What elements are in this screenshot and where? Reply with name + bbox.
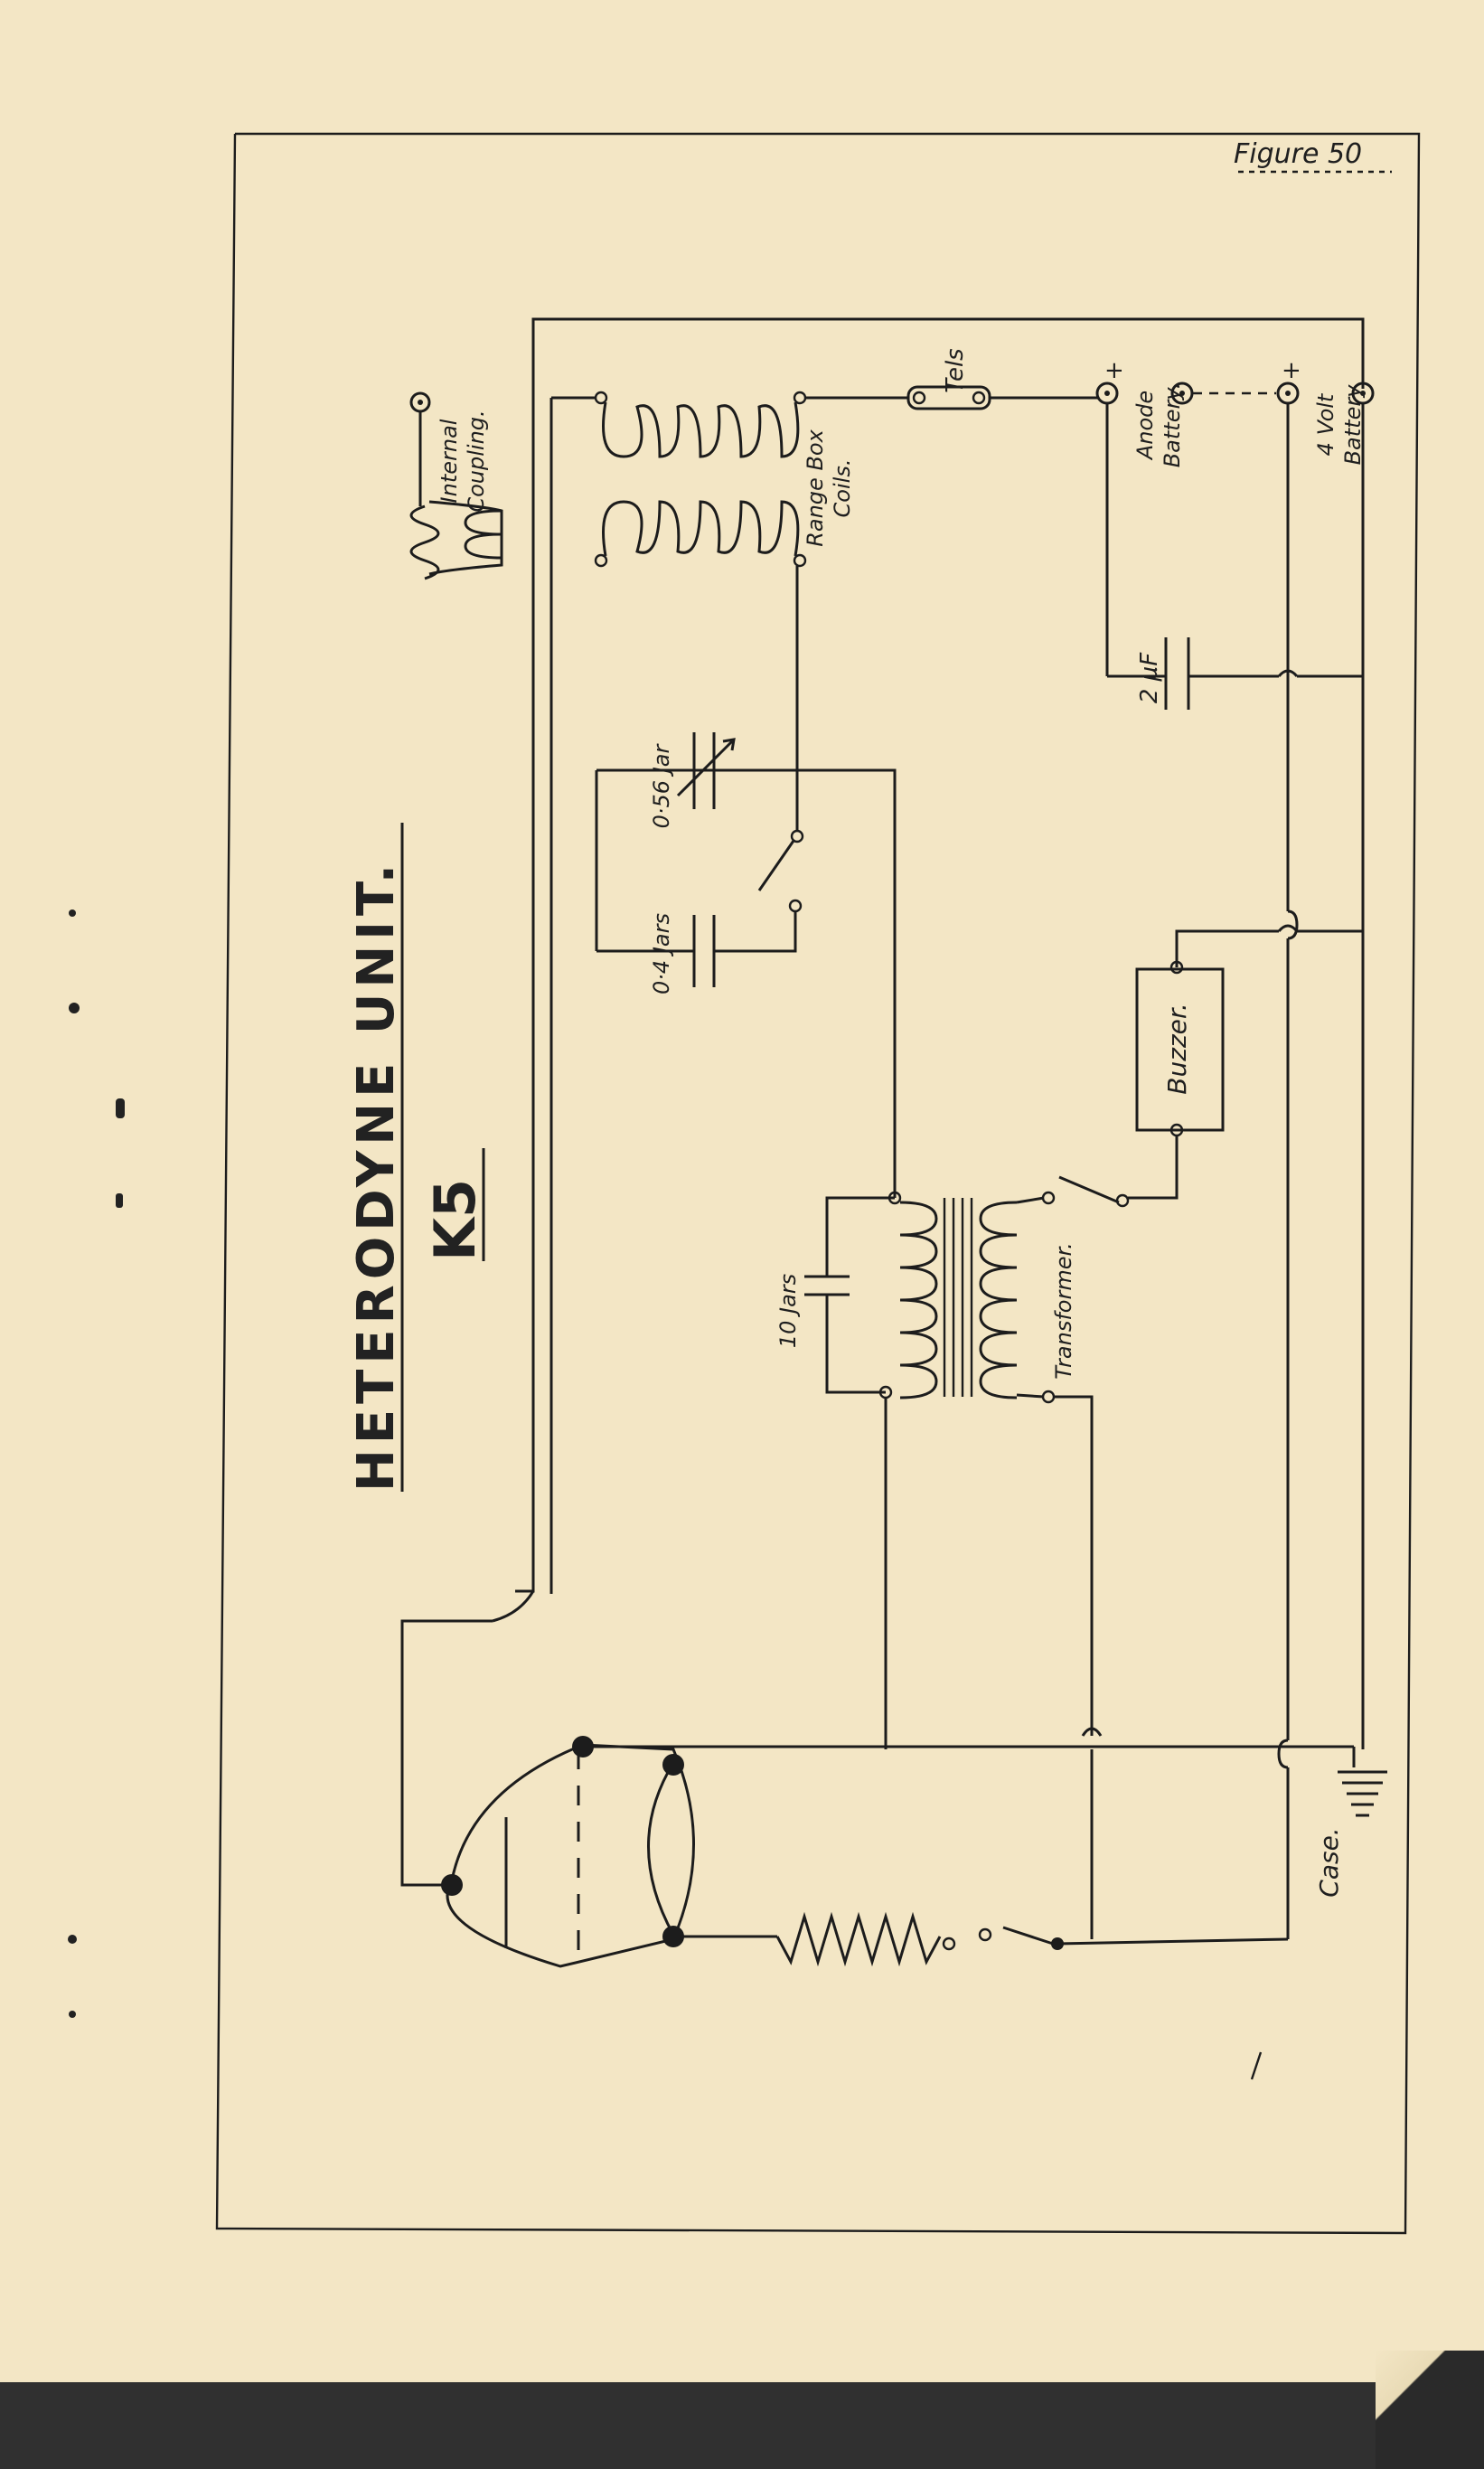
cap-10-label: 10 Jars: [775, 1274, 801, 1348]
range-box-label-1: Range Box: [803, 429, 828, 546]
transformer-label: Transformer.: [1051, 1242, 1076, 1380]
case-label: Case.: [1314, 1827, 1344, 1897]
internal-coupling-coil: [409, 391, 503, 580]
cap-04-label: 0·4 Jars: [649, 913, 674, 994]
diagram-border: [215, 132, 1421, 2235]
capacitor-0-4-jars: [595, 770, 716, 987]
diagram-subtitle: K5: [422, 1179, 488, 1261]
case-ground-symbol: [1338, 1770, 1387, 1817]
diagram-title: HETERODYNE UNIT.: [347, 859, 406, 1492]
binder-holes: [68, 909, 125, 2018]
scanner-background: [0, 2382, 1484, 2469]
document-page: [0, 0, 1484, 2382]
buzzer-label: Buzzer.: [1162, 1003, 1192, 1094]
transformer: [804, 1191, 1056, 1404]
buzzer-component: [1135, 960, 1225, 1137]
page-corner: [1376, 2351, 1484, 2469]
internal-label-1: Internal: [437, 419, 462, 503]
four-volt-label-1: 4 Volt: [1313, 392, 1338, 456]
anode-battery-terminals: [1095, 382, 1276, 405]
internal-label-2: Coupling.: [464, 410, 489, 512]
capacitor-0-56-jar: [596, 732, 736, 809]
cap-2uf-label: 2 µF: [1136, 652, 1163, 703]
range-box-coils: [549, 391, 807, 1594]
title-group: HETERODYNE UNIT.: [347, 859, 406, 1492]
range-box-label-2: Coils.: [830, 459, 855, 518]
capacitor-2uf: [1107, 637, 1363, 710]
anode-label-1: Anode: [1132, 391, 1158, 461]
cap-056-label: 0·56 Jar: [649, 743, 674, 829]
tels-label: Tels: [942, 348, 969, 392]
four-volt-label-2: Battery: [1340, 384, 1366, 466]
battery-plus-sign: +: [1282, 357, 1301, 384]
buzzer-switch: [1058, 1175, 1130, 1208]
range-switch: [714, 829, 804, 953]
anode-label-2: Battery.: [1160, 382, 1185, 468]
valve-tube: [441, 1736, 695, 1968]
figure-label: Figure 50: [1234, 138, 1362, 170]
filament-rheostat: [673, 1911, 1289, 1967]
anode-plus-sign: +: [1104, 357, 1124, 384]
